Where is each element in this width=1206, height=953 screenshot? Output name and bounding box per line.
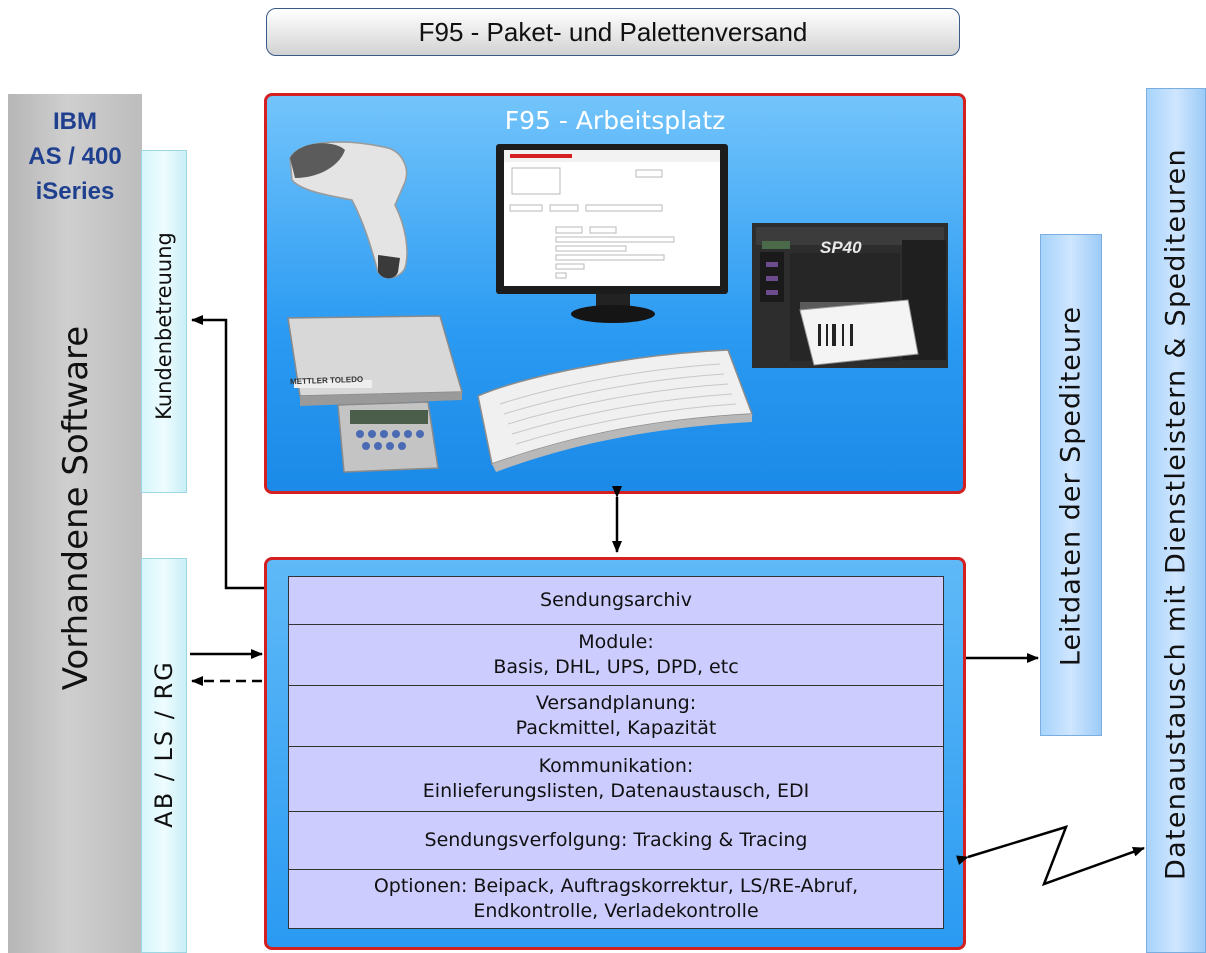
module-row-text: Einlieferungslisten, Datenaustausch, EDI xyxy=(422,780,810,802)
module-row-text: Endkontrolle, Verladekontrolle xyxy=(473,900,759,922)
module-row-modules: Module: Basis, DHL, UPS, DPD, etc xyxy=(289,625,943,686)
carrier-master-data-column xyxy=(1040,234,1102,736)
ibm-line-1: IBM xyxy=(53,108,97,135)
module-row-heading: Module: xyxy=(578,631,654,653)
module-row-text: Packmittel, Kapazität xyxy=(515,717,717,739)
module-row-text: Basis, DHL, UPS, DPD, etc xyxy=(493,656,739,678)
module-row-heading: Kommunikation: xyxy=(538,755,694,777)
module-row-text: Optionen: Beipack, Auftragskorrektur, LS… xyxy=(373,875,859,897)
documents-tab xyxy=(141,558,187,953)
ibm-line-2: AS / 400 xyxy=(28,143,122,170)
customer-service-tab xyxy=(141,150,187,493)
module-row-planning: Versandplanung: Packmittel, Kapazität xyxy=(289,686,943,747)
diagram-title: F95 - Paket- und Palettenversand xyxy=(266,8,960,56)
module-row-heading: Versandplanung: xyxy=(535,692,697,714)
workstation-title: F95 - Arbeitsplatz xyxy=(504,106,726,135)
customer-service-arrow xyxy=(191,315,264,590)
data-exchange-arrow xyxy=(956,825,1145,887)
module-row-options: Optionen: Beipack, Auftragskorrektur, LS… xyxy=(289,870,943,928)
label-printer-icon xyxy=(752,223,948,368)
module-row-text: Sendungsarchiv xyxy=(540,589,692,611)
data-exchange-column xyxy=(1146,88,1206,953)
existing-software-column xyxy=(8,94,142,953)
module-table: Sendungsarchiv Module: Basis, DHL, UPS, … xyxy=(288,576,944,929)
barcode-scanner-icon xyxy=(289,141,408,279)
module-row-tracking: Sendungsverfolgung: Tracking & Tracing xyxy=(289,812,943,870)
module-row-archive: Sendungsarchiv xyxy=(289,577,943,625)
ibm-system-label: IBM AS / 400 iSeries xyxy=(8,104,142,209)
monitor-icon xyxy=(496,144,728,323)
ibm-line-3: iSeries xyxy=(35,178,115,205)
keyboard-icon xyxy=(477,349,754,472)
printer-model-label: SP40 xyxy=(820,238,862,257)
scale-icon xyxy=(287,315,463,473)
module-row-communication: Kommunikation: Einlieferungslisten, Date… xyxy=(289,747,943,812)
module-row-text: Sendungsverfolgung: Tracking & Tracing xyxy=(424,829,808,851)
